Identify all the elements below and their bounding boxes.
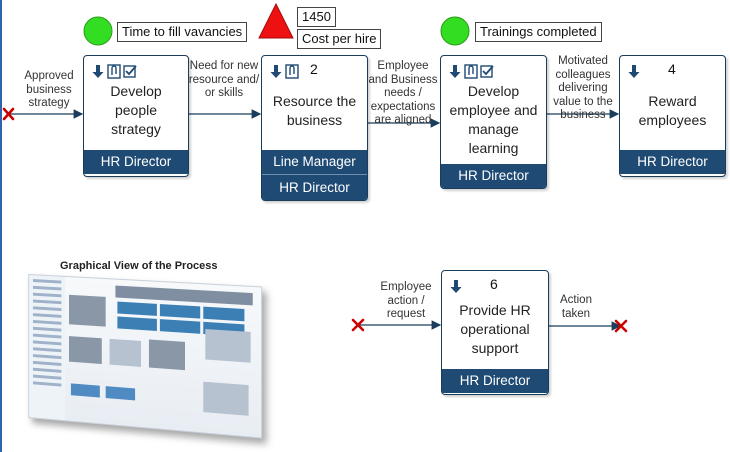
drill-down-arrow-icon[interactable] xyxy=(448,64,462,79)
drill-down-arrow-icon[interactable] xyxy=(91,64,105,79)
thumbnail-photo xyxy=(148,339,186,371)
process-number: 2 xyxy=(310,61,318,77)
process-box-develop-people-strategy[interactable]: Develop people strategy HR Director xyxy=(83,55,189,177)
left-rule xyxy=(0,0,2,452)
drill-down-arrow-icon[interactable] xyxy=(269,64,283,79)
thumbnail-sidebar xyxy=(29,274,66,421)
attachment-clip-icon[interactable] xyxy=(464,63,478,79)
process-number: 6 xyxy=(490,276,498,292)
role-band: HR Director xyxy=(262,174,367,200)
process-box-reward-employees[interactable]: 4 Reward employees HR Director xyxy=(619,55,726,177)
graphical-view-caption: Graphical View of the Process xyxy=(60,260,218,272)
thumbnail-button xyxy=(70,383,100,398)
kpi-value-cost-per-hire: 1450 xyxy=(297,7,336,27)
label-need-for-resource: Need for new resource and/ or skills xyxy=(188,60,260,99)
process-box-provide-hr-operational-support[interactable]: 6 Provide HR operational support HR Dire… xyxy=(441,270,549,395)
kpi-green-circle-icon xyxy=(83,16,113,46)
thumbnail-photo xyxy=(68,294,106,327)
process-box-title: Reward employees xyxy=(638,93,707,128)
role-band: HR Director xyxy=(84,150,188,174)
end-endpoint-icon xyxy=(614,319,628,333)
process-box-title: Develop people strategy xyxy=(110,83,162,137)
checklist-icon[interactable] xyxy=(123,64,137,79)
attachment-clip-icon[interactable] xyxy=(107,63,121,79)
label-motivated-colleagues: Motivated colleagues delivering value to… xyxy=(553,55,613,121)
process-box-resource-the-business[interactable]: 2 Resource the business Line Manager HR … xyxy=(261,55,368,201)
graphical-view-thumbnail[interactable]: ​ xyxy=(28,273,263,439)
role-band: Line Manager xyxy=(262,150,367,174)
process-number: 4 xyxy=(668,61,676,77)
drill-down-arrow-icon[interactable] xyxy=(449,279,463,294)
process-box-develop-employee[interactable]: Develop employee and manage learning HR … xyxy=(440,55,547,189)
label-employee-action-request: Employee action / request xyxy=(380,281,432,320)
process-box-title: Develop employee and manage learning xyxy=(449,83,538,156)
role-band: HR Director xyxy=(441,164,546,188)
thumbnail-button xyxy=(105,386,136,401)
drill-down-arrow-icon[interactable] xyxy=(627,64,641,79)
kpi-label-time-to-fill: Time to fill vavancies xyxy=(117,22,248,42)
checklist-icon[interactable] xyxy=(480,64,494,79)
label-approved-business-strategy: Approved business strategy xyxy=(24,70,74,109)
process-box-title: Provide HR operational support xyxy=(459,302,531,356)
label-needs-aligned: Employee and Business needs / expectatio… xyxy=(368,60,438,126)
attachment-clip-icon[interactable] xyxy=(285,63,299,79)
kpi-label-trainings-completed: Trainings completed xyxy=(475,22,602,42)
label-action-taken: Action taken xyxy=(560,294,592,320)
kpi-green-circle-icon xyxy=(440,16,470,46)
request-endpoint-icon xyxy=(351,318,365,332)
thumbnail-photo xyxy=(203,381,249,416)
thumbnail-photo xyxy=(205,329,251,363)
kpi-label-cost-per-hire: Cost per hire xyxy=(297,29,382,49)
kpi-red-triangle-icon xyxy=(258,2,294,39)
thumbnail-photo xyxy=(68,336,102,365)
thumbnail-photo xyxy=(109,338,142,367)
role-band: HR Director xyxy=(442,369,548,393)
process-box-title: Resource the business xyxy=(272,93,357,128)
role-band: HR Director xyxy=(620,150,725,174)
start-endpoint-icon xyxy=(2,107,15,121)
